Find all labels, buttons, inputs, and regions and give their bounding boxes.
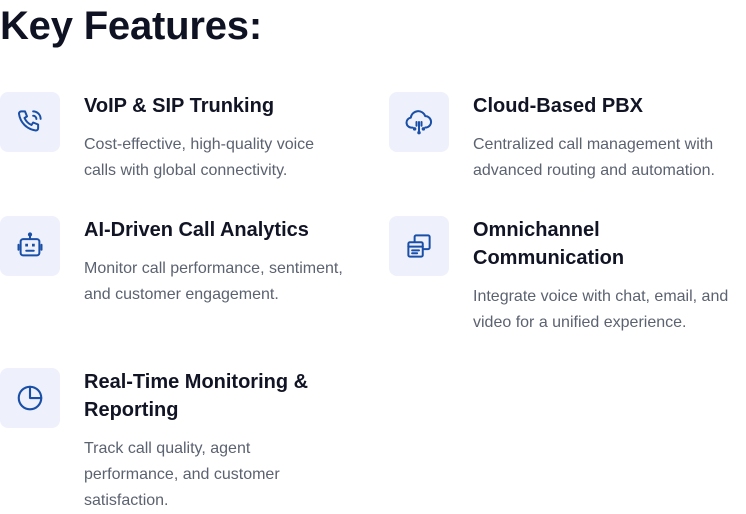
cloud-network-icon xyxy=(405,110,433,135)
phone-call-icon xyxy=(18,110,42,132)
title-line: Omnichannel xyxy=(473,219,600,241)
title-line: Real-Time Monitoring & xyxy=(84,371,309,393)
feature-title: Omnichannel Communication xyxy=(473,216,624,272)
feature-title: AI-Driven Call Analytics xyxy=(84,219,309,241)
robot-icon xyxy=(17,232,43,257)
description-line: video for a unified experience. xyxy=(473,314,687,331)
description-line: Integrate voice with chat, email, and xyxy=(473,288,729,305)
feature-icon-box xyxy=(0,92,60,152)
feature-icon-box xyxy=(0,368,60,428)
feature-title: VoIP & SIP Trunking xyxy=(84,95,275,117)
feature-icon-box xyxy=(389,92,449,152)
feature-voip-sip: VoIP & SIP Trunking Cost-effective, high… xyxy=(0,92,360,192)
description-line: Monitor call performance, sentiment, xyxy=(84,260,343,277)
feature-ai-call-analytics: AI-Driven Call Analytics Monitor call pe… xyxy=(0,216,370,316)
page-title: Key Features: xyxy=(0,4,262,48)
feature-title: Real-Time Monitoring & Reporting xyxy=(84,368,308,424)
title-line: Reporting xyxy=(84,399,179,421)
description-line: and customer engagement. xyxy=(84,286,279,303)
feature-description: Cost-effective, high-quality voice calls… xyxy=(84,132,314,184)
description-line: advanced routing and automation. xyxy=(473,162,715,179)
feature-description: Integrate voice with chat, email, and vi… xyxy=(473,284,728,336)
feature-description: Centralized call management with advance… xyxy=(473,132,715,184)
feature-icon-box xyxy=(389,216,449,276)
feature-realtime-monitoring: Real-Time Monitoring & Reporting Track c… xyxy=(0,368,370,514)
description-line: satisfaction. xyxy=(84,492,169,509)
feature-description: Monitor call performance, sentiment, and… xyxy=(84,256,343,308)
description-line: Track call quality, agent xyxy=(84,440,251,457)
pie-chart-icon xyxy=(17,385,43,411)
multi-window-icon xyxy=(407,234,431,258)
description-line: performance, and customer xyxy=(84,466,280,483)
feature-omnichannel: Omnichannel Communication Integrate voic… xyxy=(389,216,746,346)
feature-cloud-pbx: Cloud-Based PBX Centralized call managem… xyxy=(389,92,746,192)
title-line: Communication xyxy=(473,247,625,269)
feature-icon-box xyxy=(0,216,60,276)
description-line: calls with global connectivity. xyxy=(84,162,288,179)
feature-title: Cloud-Based PBX xyxy=(473,95,644,117)
description-line: Centralized call management with xyxy=(473,136,714,153)
description-line: Cost-effective, high-quality voice xyxy=(84,136,315,153)
feature-description: Track call quality, agent performance, a… xyxy=(84,436,280,514)
